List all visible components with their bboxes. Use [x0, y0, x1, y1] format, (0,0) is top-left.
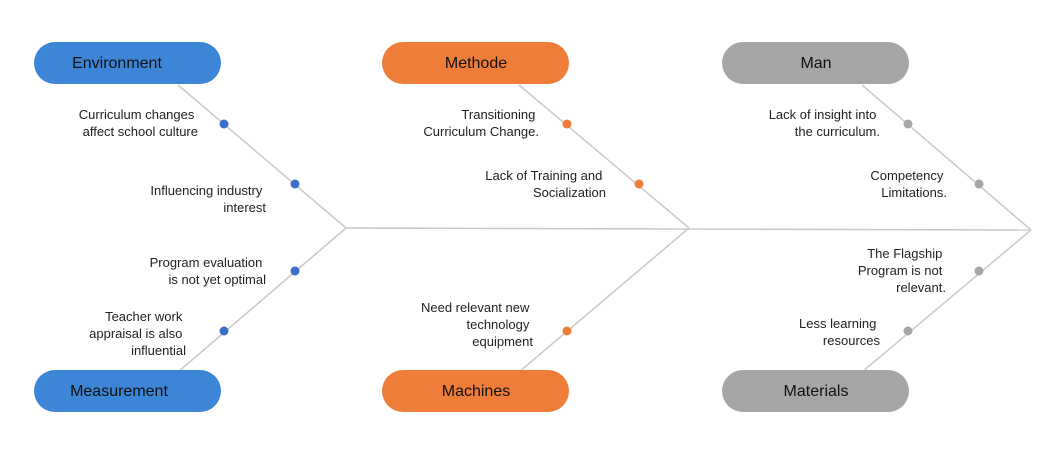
cause-line: relevant. — [896, 280, 946, 295]
cause-line: the curriculum. — [795, 124, 880, 139]
cause-line: Transitioning — [461, 107, 535, 122]
cause-text-man-1: Lack of insight into the curriculum. — [769, 107, 880, 139]
category-measurement-pill — [34, 370, 221, 412]
cause-line: Influencing industry — [150, 183, 263, 198]
cause-line: influential — [131, 343, 186, 358]
category-materials-label: Materials — [784, 383, 849, 400]
cause-dot-materials-2 — [903, 326, 913, 336]
cause-text-materials-2: Less learning resources — [799, 316, 880, 348]
category-materials-pill — [722, 370, 909, 412]
cause-text-materials-1: The Flagship Program is not relevant. — [858, 246, 946, 295]
cause-line: Limitations. — [881, 185, 947, 200]
cause-line: Lack of insight into — [769, 107, 877, 122]
cause-text-environment-1: Curriculum changes affect school culture — [79, 107, 198, 139]
cause-dot-environment-2 — [290, 179, 300, 189]
cause-line: Competency — [870, 168, 943, 183]
cause-line: Lack of Training and — [485, 168, 602, 183]
cause-line: resources — [823, 333, 881, 348]
category-materials: Materials — [722, 370, 909, 412]
cause-dot-materials-1 — [974, 266, 984, 276]
cause-line: appraisal is also — [89, 326, 182, 341]
cause-dot-measurement-1 — [290, 266, 300, 276]
cause-line: Program evaluation — [150, 255, 263, 270]
cause-dot-man-2 — [974, 179, 984, 189]
category-man: Man — [722, 42, 909, 84]
bone-materials — [861, 229, 1032, 373]
cause-line: is not yet optimal — [168, 272, 266, 287]
category-methode-label: Methode — [445, 55, 507, 72]
cause-dot-methode-1 — [562, 119, 572, 129]
cause-dot-machines-1 — [562, 326, 572, 336]
category-measurement-label: Measurement — [70, 383, 168, 400]
category-machines-pill — [382, 370, 569, 412]
bone-methode — [518, 84, 690, 229]
cause-dot-man-1 — [903, 119, 913, 129]
cause-dot-environment-1 — [219, 119, 229, 129]
cause-text-methode-1: Transitioning Curriculum Change. — [423, 107, 539, 139]
category-machines-label: Machines — [442, 383, 510, 400]
cause-text-measurement-1: Program evaluation is not yet optimal — [150, 255, 266, 287]
cause-text-man-2: Competency Limitations. — [870, 168, 947, 200]
category-environment-pill — [34, 42, 221, 84]
cause-dot-measurement-2 — [219, 326, 229, 336]
cause-line: Program is not — [858, 263, 943, 278]
cause-text-measurement-2: Teacher work appraisal is also influenti… — [89, 309, 186, 358]
cause-line: Curriculum changes — [79, 107, 195, 122]
category-measurement: Measurement — [34, 370, 221, 412]
bone-measurement — [177, 227, 347, 373]
cause-line: interest — [223, 200, 266, 215]
cause-line: Less learning — [799, 316, 876, 331]
category-environment-label: Environment — [72, 55, 162, 72]
bone-machines — [518, 227, 690, 373]
category-methode: Methode — [382, 42, 569, 84]
category-man-label: Man — [800, 55, 831, 72]
cause-line: equipment — [472, 334, 533, 349]
cause-text-machines-1: Need relevant new technology equipment — [421, 300, 533, 349]
cause-line: Socialization — [533, 185, 606, 200]
bone-man — [861, 84, 1032, 231]
category-methode-pill — [382, 42, 569, 84]
cause-line: Need relevant new — [421, 300, 530, 315]
cause-text-methode-2: Lack of Training and Socialization — [485, 168, 606, 200]
cause-line: Teacher work — [105, 309, 183, 324]
cause-line: technology — [466, 317, 529, 332]
category-man-pill — [722, 42, 909, 84]
category-machines: Machines — [382, 370, 569, 412]
cause-dot-methode-2 — [634, 179, 644, 189]
cause-line: affect school culture — [83, 124, 198, 139]
category-environment: Environment — [34, 42, 221, 84]
cause-line: Curriculum Change. — [423, 124, 539, 139]
cause-text-environment-2: Influencing industry interest — [150, 183, 266, 215]
cause-line: The Flagship — [867, 246, 942, 261]
bone-environment — [177, 84, 347, 229]
